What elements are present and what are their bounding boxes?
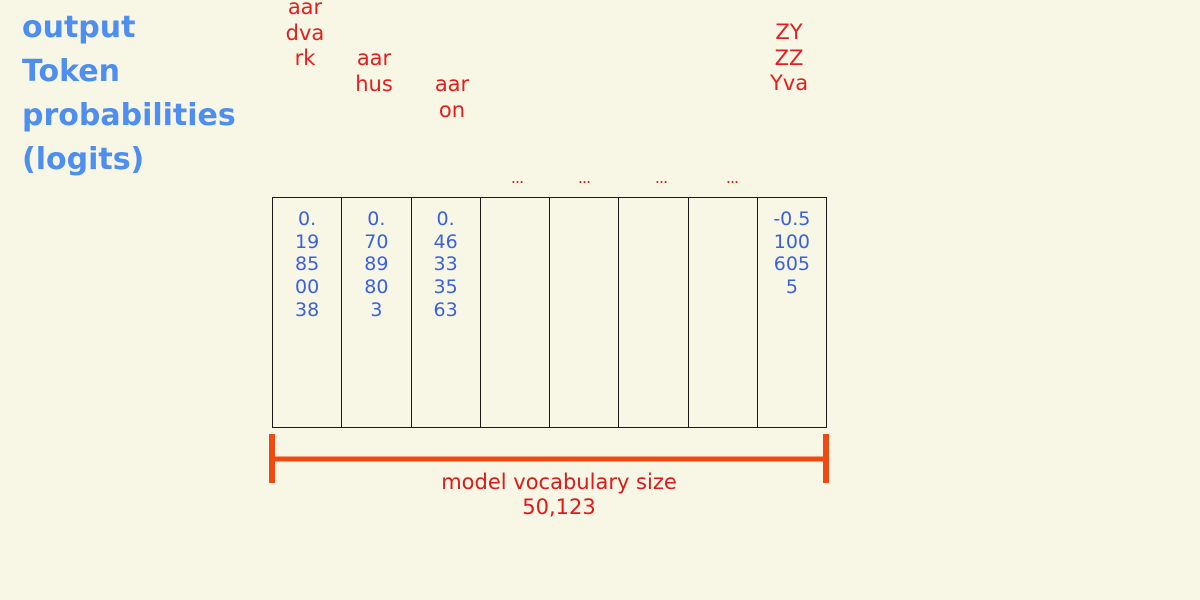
title-line: Token [22, 54, 120, 89]
logit-vector-table: 0.19850038 0.7089803 0.46333563 -0.51006… [272, 197, 827, 428]
logit-value: 0.7089803 [364, 208, 389, 321]
vocab-cell: 0.7089803 [342, 198, 412, 427]
vocabulary-size-label: model vocabulary size [441, 470, 677, 494]
vocab-cell [481, 198, 550, 427]
vocabulary-size-value: 50,123 [522, 495, 596, 519]
vocab-cell [550, 198, 620, 427]
vocabulary-size-bracket [269, 434, 829, 483]
vocab-cell: 0.19850038 [273, 198, 343, 427]
vocabulary-size-caption: model vocabulary size 50,123 [380, 470, 738, 520]
ellipsis-label: ... [725, 168, 739, 187]
token-label-aardvark: aardvark [285, 0, 325, 70]
token-label-aaron: aaron [434, 72, 470, 122]
logit-value: 0.46333563 [433, 208, 458, 321]
ellipsis-label: ... [577, 168, 591, 187]
vocab-cell [689, 198, 758, 427]
title-line: output [22, 10, 136, 45]
logit-value: 0.19850038 [295, 208, 320, 321]
title-line: probabilities [22, 98, 236, 133]
vocab-cell [619, 198, 689, 427]
vocab-cell: -0.5100605 5 [758, 198, 826, 427]
ellipsis-label: ... [510, 168, 524, 187]
token-label-aarhus: aarhus [355, 46, 393, 96]
logit-value: -0.5100605 5 [773, 208, 811, 299]
vocab-cell: 0.46333563 [412, 198, 481, 427]
ellipsis-label: ... [654, 168, 668, 187]
diagram-title: output Token probabilities (logits) [22, 6, 262, 182]
token-label-zyzzyva: ZYZZYva [769, 20, 809, 95]
title-line: (logits) [22, 142, 145, 177]
